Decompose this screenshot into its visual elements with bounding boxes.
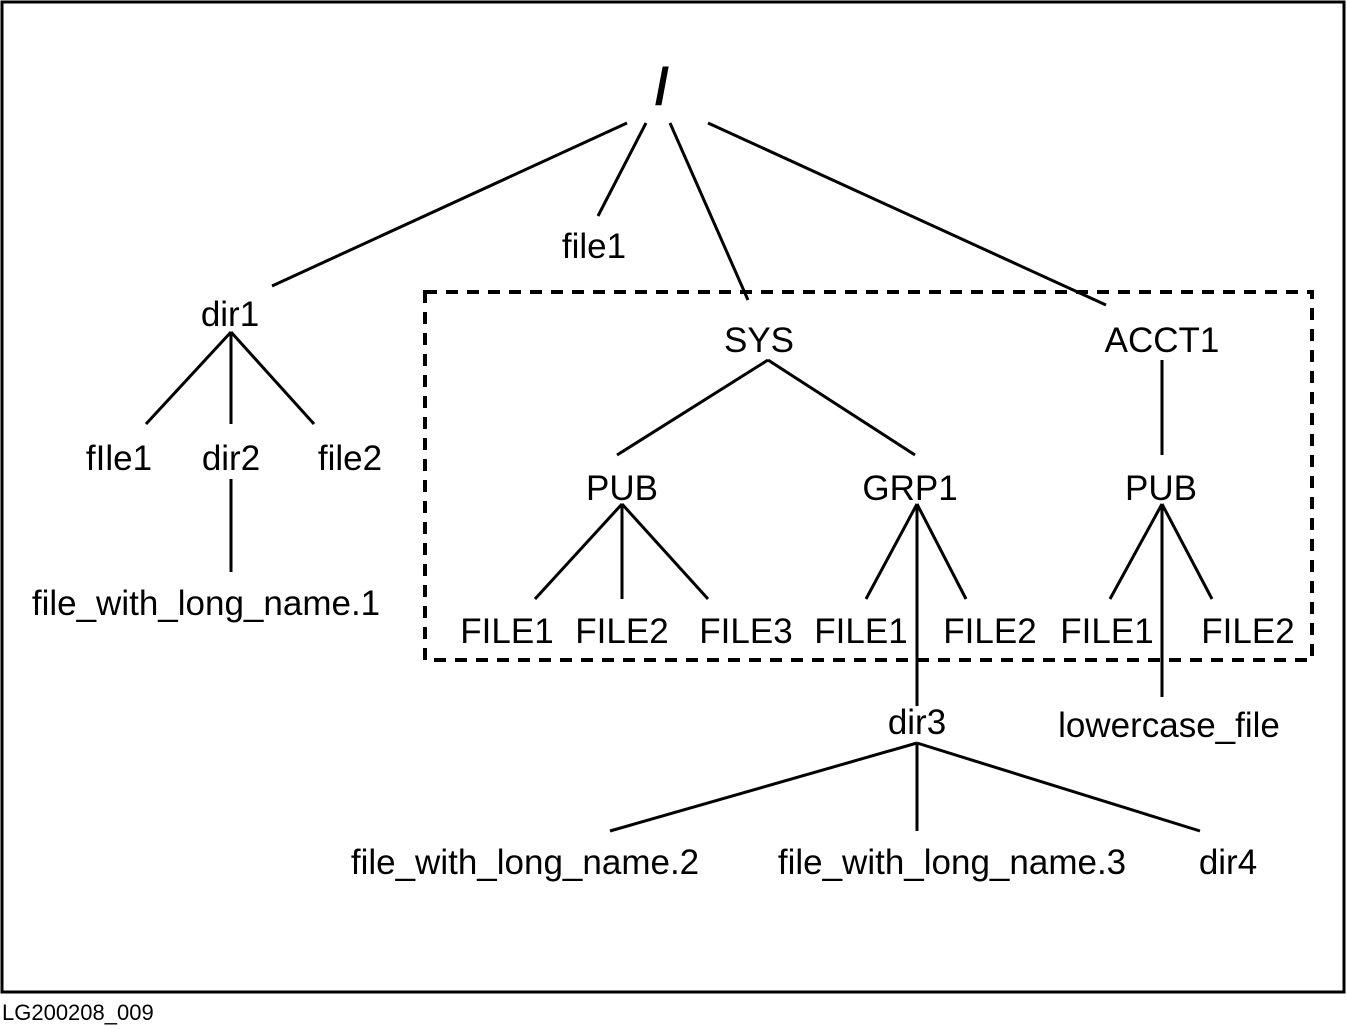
acct1-pub-file1-node: FILE1 (1060, 612, 1153, 651)
acct1-pub-file2-node: FILE2 (1201, 612, 1294, 651)
dir3-node: dir3 (888, 703, 946, 742)
edge-grp1-file1 (864, 503, 919, 600)
edge-dir1-file2 (229, 330, 316, 426)
sys-pub-file1-node: FILE1 (460, 612, 553, 651)
edge-sys-pub (616, 358, 769, 457)
edge-root-acct1 (707, 121, 1107, 307)
sys-pub-file2-node: FILE2 (575, 612, 668, 651)
dir1-file1-node: fIle1 (86, 439, 152, 478)
edge-dir1-file1 (144, 330, 233, 426)
tree-nodes: / file1 dir1 fIle1 dir2 file2 file_with_… (32, 58, 1295, 882)
edge-root-dir1 (271, 121, 628, 288)
edge-acctpub-file2 (1160, 503, 1214, 600)
edge-root-file1 (596, 122, 648, 217)
root-node: / (655, 58, 669, 116)
tree-edges (144, 121, 1214, 833)
sys-pub-file3-node: FILE3 (699, 612, 792, 651)
grp1-file2-node: FILE2 (943, 612, 1036, 651)
edge-dir3-dir4 (916, 741, 1201, 833)
edge-syspub-file3 (620, 502, 710, 601)
mpe-accounts-dashed-box (423, 290, 1314, 662)
edge-grp1-file2 (915, 503, 968, 600)
grp1-file1-node: FILE1 (814, 612, 907, 651)
dir1-file2-node: file2 (318, 439, 382, 478)
edge-dir3-longfile2 (609, 741, 918, 833)
edge-sys-grp1 (767, 358, 916, 457)
long-file3-node: file_with_long_name.3 (778, 843, 1126, 882)
dir4-node: dir4 (1199, 843, 1257, 882)
lowercase-file-node: lowercase_file (1058, 706, 1280, 745)
long-file2-node: file_with_long_name.2 (351, 843, 699, 882)
edge-syspub-file1 (533, 502, 624, 601)
sys-pub-node: PUB (586, 469, 658, 508)
figure-frame (0, 0, 1346, 994)
edge-acctpub-file1 (1108, 503, 1164, 600)
dir1-node: dir1 (201, 295, 259, 334)
root-file1-node: file1 (562, 227, 626, 266)
edge-root-sys (668, 122, 750, 301)
acct1-node: ACCT1 (1105, 321, 1220, 360)
grp1-node: GRP1 (862, 469, 957, 508)
figure-id-caption: LG200208_009 (2, 1000, 154, 1025)
acct1-pub-node: PUB (1125, 469, 1197, 508)
dir2-node: dir2 (202, 439, 260, 478)
long-file1-node: file_with_long_name.1 (32, 584, 380, 623)
sys-node: SYS (724, 321, 794, 360)
